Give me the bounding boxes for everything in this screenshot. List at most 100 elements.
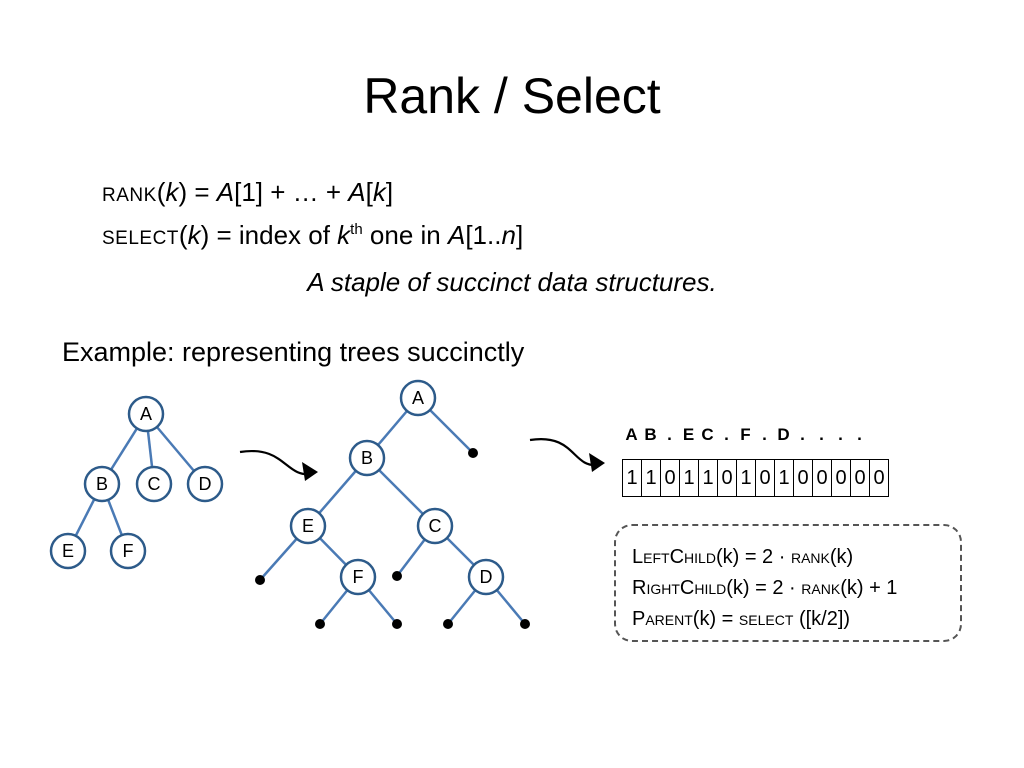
node-label: D (199, 474, 212, 494)
node-label: D (480, 567, 493, 587)
bracket: ] (515, 220, 524, 250)
encode-arrow (529, 437, 599, 467)
bit-label: . (857, 425, 862, 444)
fn-smallcaps: hild (694, 581, 727, 597)
index-k: k (337, 220, 351, 250)
rank-sum: [1] + … + (234, 177, 349, 207)
tree1-node-d: D (186, 465, 224, 503)
select-eq: ) = index of (200, 220, 338, 250)
superscript-th: th (350, 221, 363, 238)
null-leaf (443, 619, 453, 629)
null-leaf (315, 619, 325, 629)
bit-cell: 1 (642, 460, 661, 496)
bit-cell: 1 (775, 460, 794, 496)
formula-text: (k) = 2 · (715, 546, 791, 568)
paren: ( (156, 177, 166, 207)
bit-cell: 0 (870, 460, 889, 496)
paren: ( (178, 220, 188, 250)
fn-cap: P (632, 608, 646, 630)
bit-label: . (724, 425, 729, 444)
rank-fn: rank (102, 185, 157, 206)
bracket: ] (385, 177, 394, 207)
tree2-null-leaves (255, 448, 530, 629)
tree1-node-a: A (127, 395, 165, 433)
null-leaf (520, 619, 530, 629)
transform-arrow (239, 449, 313, 476)
tree1-node-f: F (109, 532, 147, 570)
bit-cell: 1 (680, 460, 699, 496)
index-k: k (372, 177, 386, 207)
tree2-node-f: F (339, 558, 377, 596)
node-label: E (302, 516, 314, 536)
tree2-node-e: E (289, 507, 327, 545)
slide-title: Rank / Select (363, 68, 661, 124)
arrowhead (302, 462, 318, 481)
null-leaf (392, 619, 402, 629)
bit-labels-row: A B . E C . F . D . . . . (622, 425, 926, 445)
select-arg: k (187, 220, 201, 250)
null-leaf (392, 571, 402, 581)
bit-cell: 0 (756, 460, 775, 496)
bit-label: F (740, 425, 751, 444)
bit-label: . (762, 425, 767, 444)
fn-cap: C (669, 546, 685, 568)
rank-eq: ) = (178, 177, 217, 207)
select-fn: select (102, 228, 179, 249)
bit-cell: 1 (737, 460, 756, 496)
node-label: B (96, 474, 108, 494)
bit-label: . (819, 425, 824, 444)
right-child-formula: RightChild(k) = 2 · rank(k) + 1 (632, 573, 960, 604)
bit-cell: 0 (832, 460, 851, 496)
bit-label: . (838, 425, 843, 444)
null-leaf (468, 448, 478, 458)
bit-label (869, 425, 888, 445)
bit-cell: 0 (851, 460, 870, 496)
rank-fn: rank (801, 581, 841, 597)
node-label: F (353, 567, 364, 587)
bit-array: 1 1 0 1 1 0 1 0 1 0 0 0 0 0 (622, 459, 889, 497)
tree1-node-c: C (135, 465, 173, 503)
tree1-node-e: E (49, 532, 87, 570)
rank-fn: rank (790, 550, 830, 566)
tree2-node-d: D (467, 558, 505, 596)
rank-arg: k (165, 177, 179, 207)
node-label: E (62, 541, 74, 561)
formula-text: (k) (829, 546, 854, 568)
formula-text: (k) + 1 (840, 577, 898, 599)
parent-formula: Parent(k) = select ([k/2]) (632, 604, 960, 635)
index-n: n (501, 220, 516, 250)
tree2-node-b: B (348, 439, 386, 477)
tree2-node-c: C (416, 507, 454, 545)
node-label: A (140, 404, 152, 424)
node-label: C (148, 474, 161, 494)
tree1-node-b: B (83, 465, 121, 503)
navigation-formulas-box: LeftChild(k) = 2 · rank(k) RightChild(k)… (614, 524, 962, 642)
tree2-node-a: A (399, 379, 437, 417)
bit-cell: 0 (794, 460, 813, 496)
select-definition: select(k) = index of kth one in A[1..n] (102, 218, 523, 256)
fn-smallcaps: eft (643, 550, 670, 566)
bit-label: B (644, 425, 657, 444)
node-label: B (361, 448, 373, 468)
bit-label: D (777, 425, 790, 444)
bit-cell: 1 (699, 460, 718, 496)
bit-label: . (667, 425, 672, 444)
fn-cap: R (632, 577, 647, 599)
bracket: [ (365, 177, 373, 207)
bit-label: C (701, 425, 714, 444)
fn-smallcaps: ight (646, 581, 680, 597)
bit-cell: 0 (813, 460, 832, 496)
bit-cell: 0 (661, 460, 680, 496)
array-a: A (348, 177, 366, 207)
array-a: A (447, 220, 466, 250)
formula-text: ([k/2]) (793, 608, 851, 630)
null-leaf (255, 575, 265, 585)
fn-smallcaps: hild (684, 550, 716, 566)
bit-label: A (625, 425, 638, 444)
select-after: one in (362, 220, 448, 250)
arrowhead (589, 453, 605, 472)
formula-text: (k) = 2 · (726, 577, 802, 599)
left-child-formula: LeftChild(k) = 2 · rank(k) (632, 542, 960, 573)
